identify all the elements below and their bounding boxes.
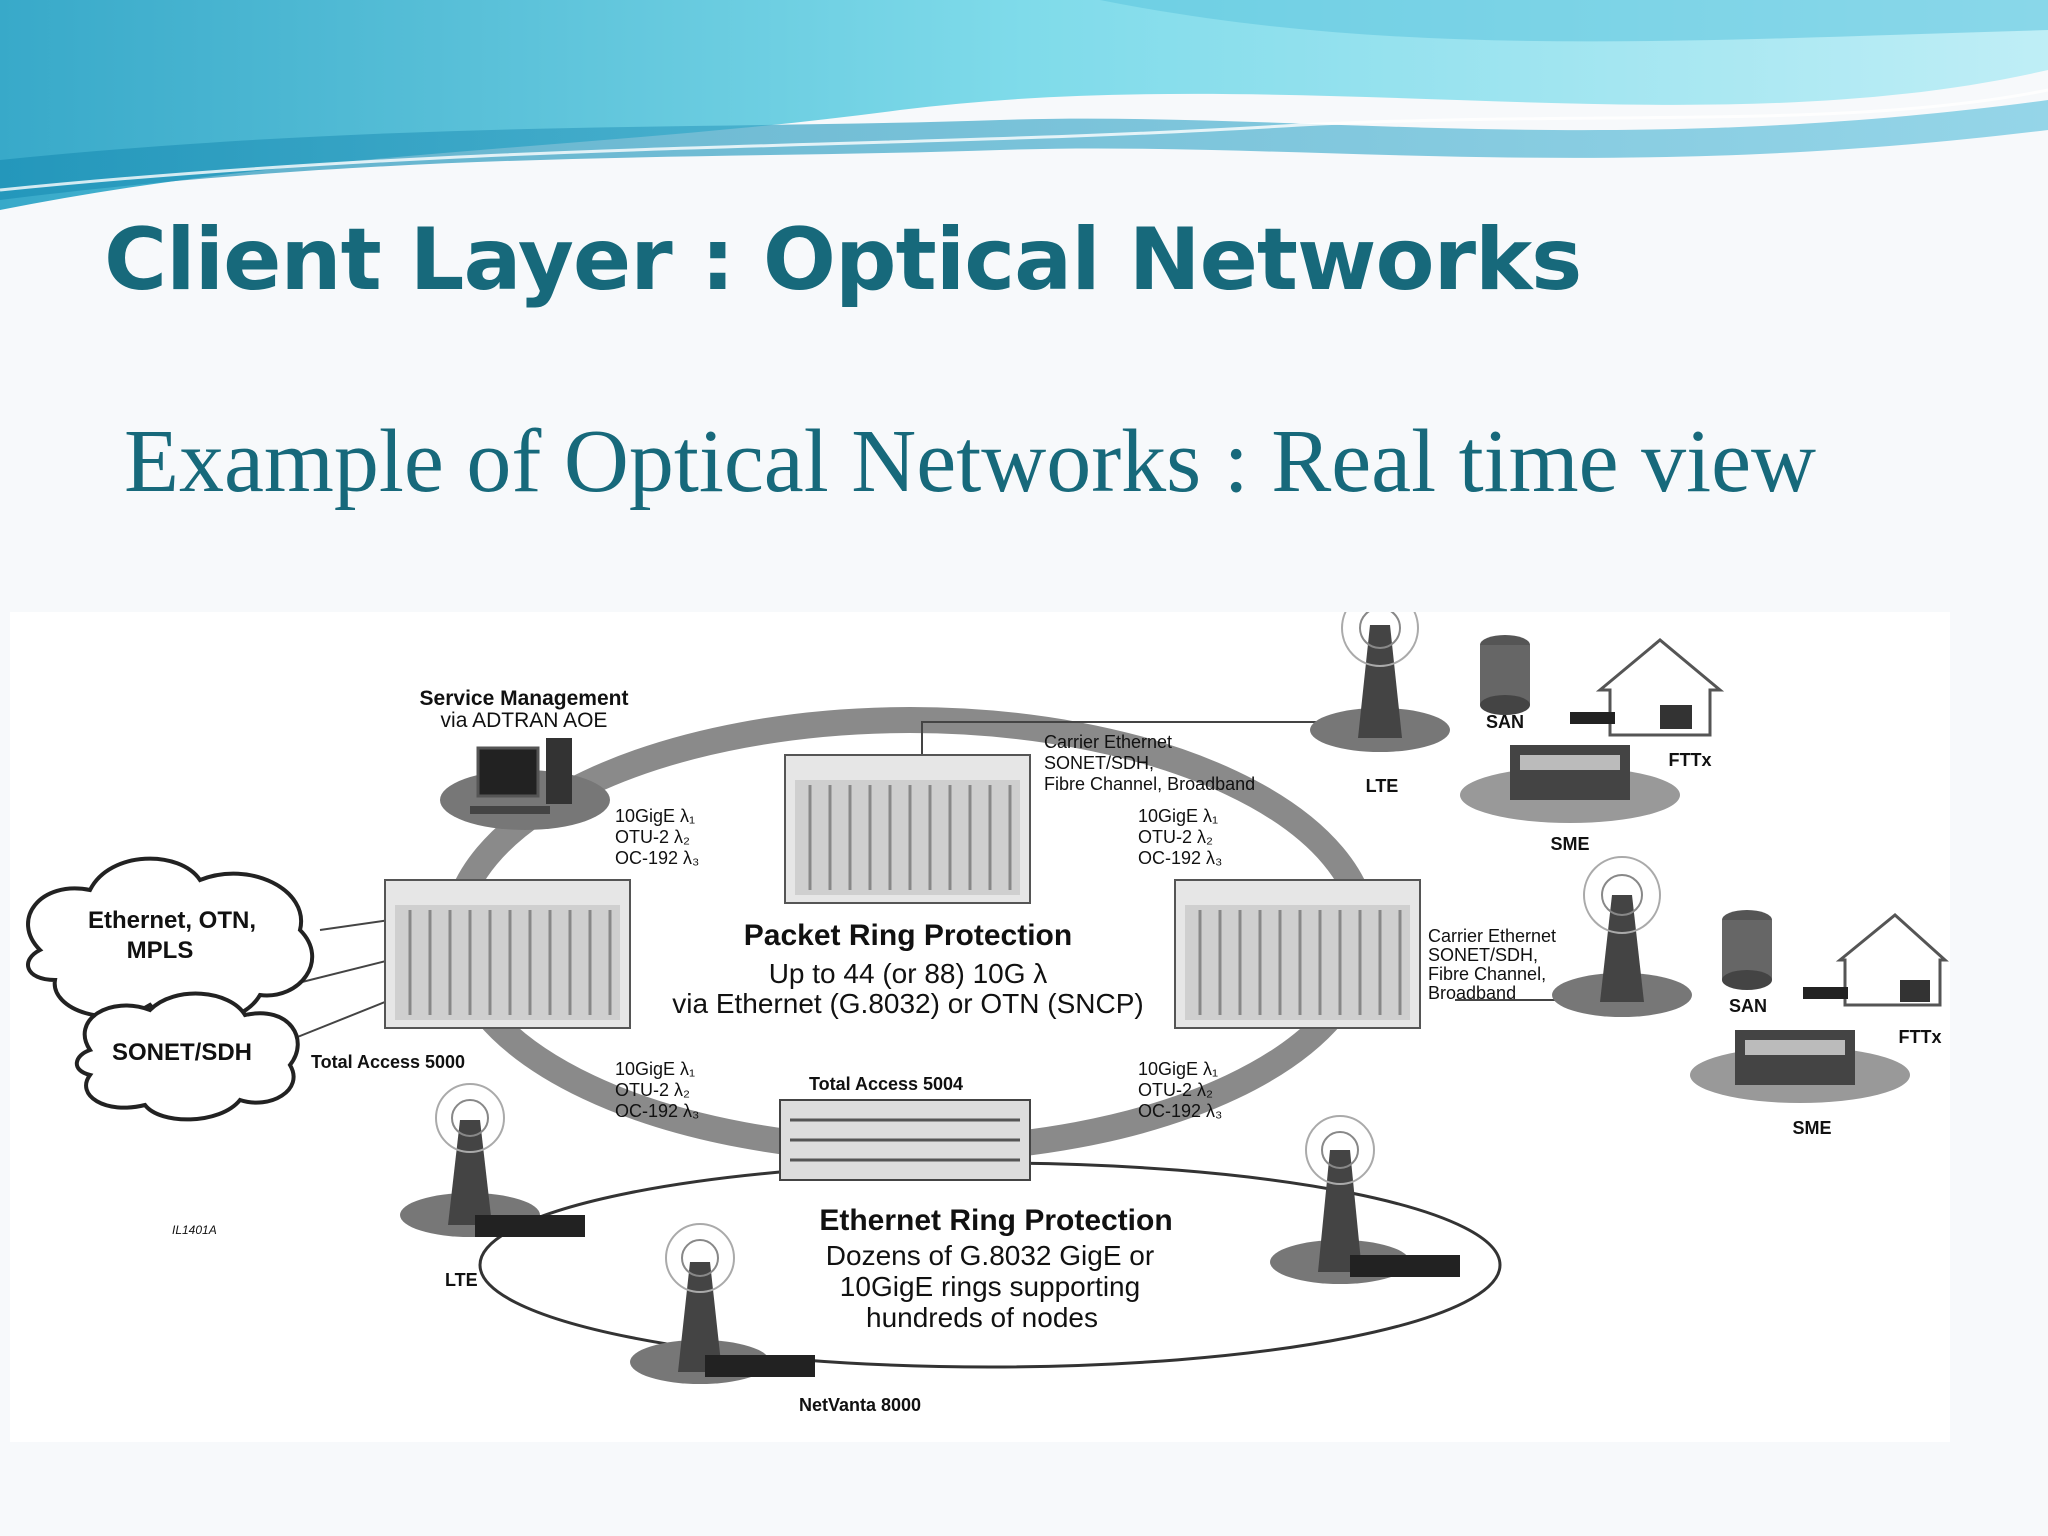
link-label: OC-192 λ₃ (615, 1101, 699, 1121)
carrier-label: SONET/SDH, (1428, 945, 1538, 965)
link-label: OC-192 λ₃ (615, 848, 699, 868)
access-site-top: LTE SAN SME FTTx (1310, 612, 1725, 854)
fttx-label: FTTx (1899, 1027, 1942, 1047)
carrier-label: Carrier Ethernet (1428, 926, 1556, 946)
ethernet-ring-line2: 10GigE rings supporting (840, 1271, 1140, 1302)
link-label: OTU-2 λ₂ (615, 1080, 690, 1100)
chassis-total-access-5004: Total Access 5004 (779, 1074, 1031, 1181)
access-site-right: SAN SME FTTx (1552, 856, 1949, 1138)
lte-label: LTE (445, 1270, 478, 1290)
chassis-top (784, 754, 1031, 904)
link-label: 10GigE λ₁ (1138, 806, 1218, 826)
slide-subtitle: Example of Optical Networks : Real time … (124, 412, 1817, 511)
san-label: SAN (1486, 712, 1524, 732)
carrier-label: Broadband (1428, 983, 1516, 1003)
link-labels-bottom-right: 10GigE λ₁ OTU-2 λ₂ OC-192 λ₃ (1138, 1059, 1222, 1121)
link-labels-top-right: 10GigE λ₁ OTU-2 λ₂ OC-192 λ₃ (1138, 806, 1222, 868)
ethernet-ring-line1: Dozens of G.8032 GigE or (826, 1240, 1154, 1271)
service-mgmt-label-2: via ADTRAN AOE (441, 709, 608, 732)
optical-network-diagram: Ethernet, OTN, MPLS SONET/SDH Service Ma… (10, 612, 1950, 1442)
figure-id: IL1401A (172, 1223, 217, 1237)
packet-ring-line2: via Ethernet (G.8032) or OTN (SNCP) (672, 988, 1143, 1019)
carrier-label: Carrier Ethernet (1044, 732, 1172, 752)
total-access-5004-label: Total Access 5004 (809, 1074, 963, 1094)
packet-ring-title: Packet Ring Protection (744, 919, 1072, 952)
sme-label: SME (1550, 834, 1589, 854)
ethernet-ring-line3: hundreds of nodes (866, 1302, 1098, 1333)
slide-title: Client Layer : Optical Networks (104, 210, 1582, 310)
carrier-label: SONET/SDH, (1044, 753, 1154, 773)
lte-tower-bottom: NetVanta 8000 (630, 1223, 921, 1415)
lte-tower-left: LTE (400, 1083, 585, 1290)
carrier-services-right: Carrier Ethernet SONET/SDH, Fibre Channe… (1428, 926, 1556, 1003)
ethernet-ring-title: Ethernet Ring Protection (819, 1204, 1172, 1237)
carrier-label: Fibre Channel, (1428, 964, 1546, 984)
lte-tower-right (1270, 1115, 1460, 1284)
link-label: 10GigE λ₁ (615, 806, 695, 826)
link-labels-top-left: 10GigE λ₁ OTU-2 λ₂ OC-192 λ₃ (615, 806, 699, 868)
link-label: OTU-2 λ₂ (1138, 827, 1213, 847)
total-access-5000-label: Total Access 5000 (311, 1052, 465, 1072)
link-label: 10GigE λ₁ (615, 1059, 695, 1079)
link-label: 10GigE λ₁ (1138, 1059, 1218, 1079)
cloud-label-line2: MPLS (127, 937, 194, 964)
service-mgmt-label-1: Service Management (420, 687, 629, 710)
sme-label: SME (1792, 1118, 1831, 1138)
chassis-right (1174, 879, 1421, 1029)
connection-lines (289, 721, 1580, 1041)
san-label: SAN (1729, 996, 1767, 1016)
carrier-services-top: Carrier Ethernet SONET/SDH, Fibre Channe… (1044, 732, 1255, 794)
lte-label: LTE (1366, 776, 1399, 796)
netvanta-label: NetVanta 8000 (799, 1395, 921, 1415)
header-wave-background (0, 0, 2048, 210)
link-label: OTU-2 λ₂ (615, 827, 690, 847)
fttx-label: FTTx (1669, 750, 1712, 770)
link-labels-bottom-left: 10GigE λ₁ OTU-2 λ₂ OC-192 λ₃ (615, 1059, 699, 1121)
service-management-computer: Service Management via ADTRAN AOE (420, 687, 629, 830)
cloud-sonet-sdh: SONET/SDH (74, 991, 300, 1122)
cloud-ethernet-otn-mpls: Ethernet, OTN, MPLS (26, 856, 315, 1025)
cloud-label-line1: Ethernet, OTN, (88, 907, 256, 934)
chassis-total-access-5000: Total Access 5000 (311, 879, 631, 1072)
carrier-label: Fibre Channel, Broadband (1044, 774, 1255, 794)
packet-ring-line1: Up to 44 (or 88) 10G λ (769, 958, 1048, 989)
cloud-label-sonet: SONET/SDH (112, 1039, 252, 1066)
link-label: OC-192 λ₃ (1138, 1101, 1222, 1121)
link-label: OTU-2 λ₂ (1138, 1080, 1213, 1100)
link-label: OC-192 λ₃ (1138, 848, 1222, 868)
